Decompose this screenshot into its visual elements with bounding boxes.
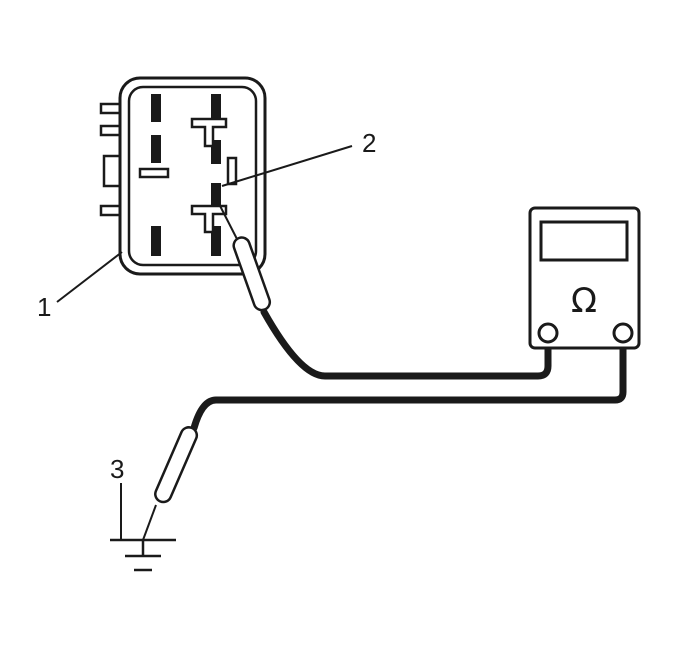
terminal-slot: [151, 135, 161, 163]
ground-icon: [110, 538, 176, 572]
terminal-slot: [211, 94, 221, 118]
leader-line-connector: [56, 251, 123, 303]
side-tab: [99, 124, 123, 137]
terminal-slot: [151, 226, 161, 256]
meter-jack-positive: [537, 322, 559, 344]
test-lead-negative: [190, 337, 627, 432]
callout-ground: 3: [110, 454, 124, 484]
test-probe-ground: [142, 426, 199, 541]
terminal-slot: [211, 183, 221, 205]
ohmmeter: Ω: [528, 206, 641, 350]
terminal-slot: [211, 140, 221, 164]
ohmmeter-display: [539, 220, 629, 262]
terminal-slot: [211, 226, 221, 256]
probe-tip: [142, 504, 157, 541]
side-tab: [99, 102, 123, 115]
test-lead-positive: [260, 308, 552, 380]
probe-tip: [214, 195, 239, 242]
t-terminal: [190, 204, 228, 234]
callout-connector: 1: [37, 292, 51, 322]
terminal-slot: [151, 94, 161, 122]
t-terminal: [190, 117, 228, 148]
ohm-symbol: Ω: [571, 281, 597, 321]
probe-body: [154, 426, 199, 504]
side-tab: [99, 204, 123, 217]
leader-line-terminal: [221, 145, 353, 187]
terminal-slot-horizontal: [138, 167, 170, 179]
terminal-slot-small: [226, 156, 238, 186]
callout-terminal: 2: [362, 128, 376, 158]
meter-jack-negative: [612, 322, 634, 344]
